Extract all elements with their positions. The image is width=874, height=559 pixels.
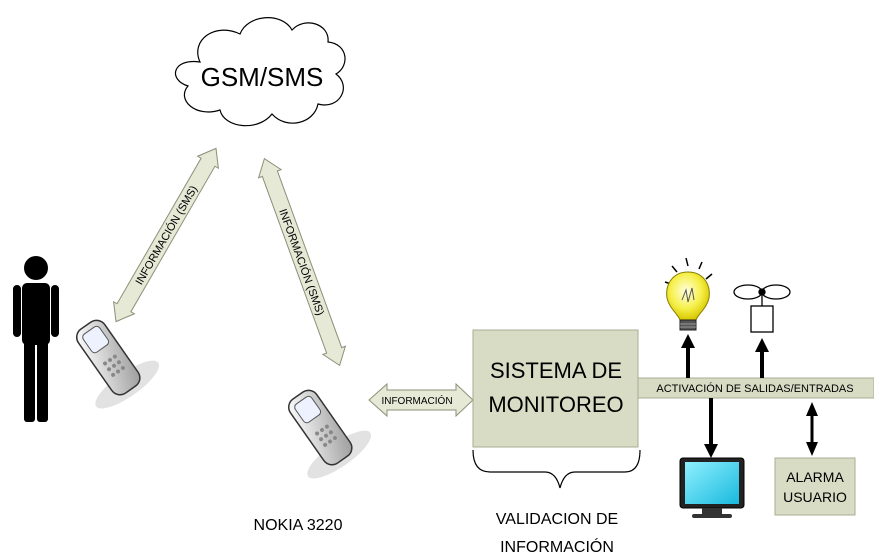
sms-arrow-right-label: INFORMACIÓN (SMS)	[276, 207, 327, 317]
validation-label-line1: VALIDACION DE	[496, 511, 618, 528]
system-label-line1: SISTEMA DE	[490, 358, 622, 383]
cloud-label: GSM/SMS	[201, 62, 324, 92]
gsm-cloud: GSM/SMS	[174, 17, 346, 127]
alarm-label-line2: USUARIO	[783, 489, 847, 505]
io-bus: ACTIVACIÓN DE SALIDAS/ENTRADAS	[637, 377, 874, 399]
alarm-label-line1: ALARMA	[786, 469, 844, 485]
sms-arrow-right: INFORMACIÓN (SMS)	[257, 157, 347, 367]
alarm-arrow	[806, 402, 818, 456]
person-icon	[13, 256, 59, 422]
sms-arrow-left: INFORMACIÓN (SMS)	[112, 147, 220, 323]
monitor-icon	[679, 457, 745, 518]
monitoring-system-box: SISTEMA DE MONITOREO	[472, 329, 639, 448]
fan-motor-icon	[733, 284, 791, 333]
down-arrow-monitor	[704, 398, 718, 458]
bus-label: ACTIVACIÓN DE SALIDAS/ENTRADAS	[656, 382, 853, 395]
phone-model-label: NOKIA 3220	[254, 517, 343, 534]
bulb-arrow	[681, 334, 695, 378]
information-arrow: INFORMACIÓN	[368, 382, 474, 418]
validation-label-line2: INFORMACIÓN	[500, 537, 614, 556]
light-bulb-icon	[664, 257, 713, 331]
mobile-phone-icon	[75, 319, 160, 409]
fan-arrow	[755, 338, 769, 378]
nokia-phone-icon	[287, 389, 372, 479]
validation-brace	[472, 449, 641, 489]
alarm-user-box: ALARMA USUARIO	[774, 457, 856, 516]
sms-arrow-left-label: INFORMACIÓN (SMS)	[133, 183, 200, 287]
system-label-line2: MONITOREO	[488, 392, 623, 417]
information-arrow-label: INFORMACIÓN	[381, 394, 452, 407]
